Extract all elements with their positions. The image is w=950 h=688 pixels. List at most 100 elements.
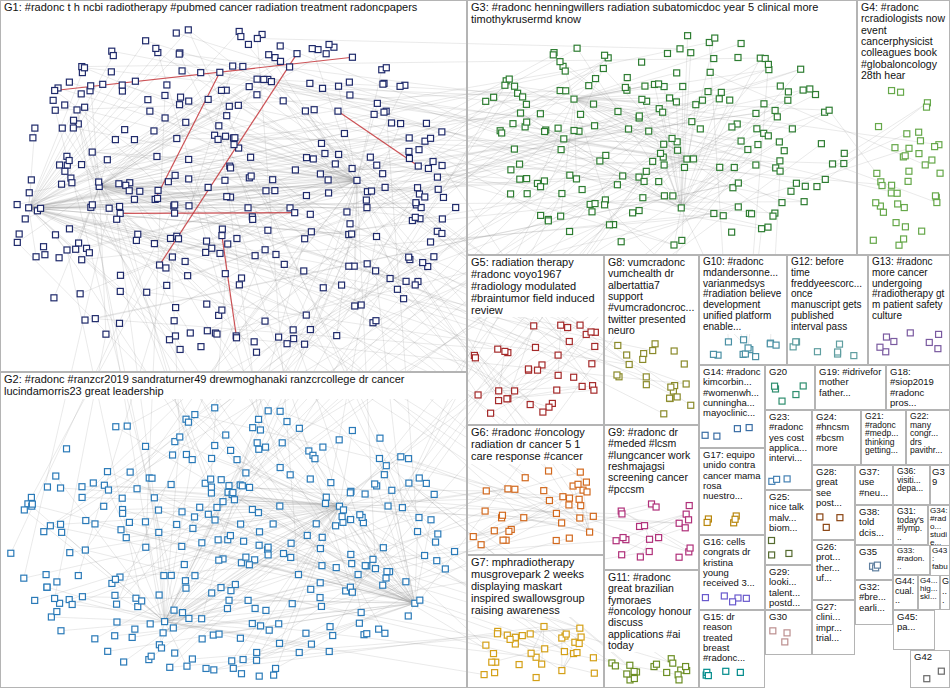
vertex-icon — [58, 521, 64, 527]
vertex-icon — [41, 244, 47, 250]
vertex-icon — [307, 80, 313, 86]
graph-link — [415, 532, 418, 604]
vertex-icon — [600, 66, 606, 72]
vertex-icon — [317, 595, 323, 601]
graph-link — [622, 514, 686, 555]
vertex-icon — [652, 341, 658, 347]
vertex-icon — [280, 551, 286, 557]
vertex-icon — [433, 539, 439, 545]
vertex-icon — [385, 503, 391, 509]
vertex-icon — [435, 531, 441, 537]
vertex-icon — [223, 432, 229, 438]
vertex-icon — [308, 641, 314, 647]
vertex-icon — [62, 102, 68, 108]
group-box: G... — [940, 575, 950, 610]
vertex-icon — [384, 569, 390, 575]
vertex-icon — [674, 394, 680, 400]
vertex-icon — [841, 161, 847, 167]
vertex-icon — [288, 540, 294, 546]
vertex-icon — [64, 446, 70, 452]
vertex-icon — [571, 374, 577, 380]
vertex-icon — [177, 346, 183, 352]
vertex-icon — [362, 491, 368, 497]
vertex-icon — [182, 258, 188, 264]
vertex-icon — [156, 529, 162, 535]
vertex-icon — [642, 523, 648, 529]
graph-link — [231, 69, 604, 198]
vertex-icon — [502, 82, 508, 88]
vertex-icon — [916, 129, 922, 135]
vertex-icon — [272, 188, 278, 194]
graph-link — [352, 150, 747, 593]
vertex-icon — [356, 620, 362, 626]
vertex-icon — [168, 572, 174, 578]
vertex-icon — [889, 88, 895, 94]
group-box: G36: visiti... depa... — [893, 465, 930, 505]
graph-link — [233, 493, 415, 604]
vertex-icon — [198, 344, 204, 350]
graph-link — [120, 180, 357, 213]
graph-link — [108, 603, 415, 651]
vertex-icon — [172, 650, 178, 656]
vertex-icon — [254, 349, 260, 355]
vertex-icon — [86, 250, 92, 256]
group-box: G17: equipo unido contra cancer mama ros… — [699, 448, 765, 535]
vertex-icon — [376, 456, 382, 462]
vertex-icon — [119, 88, 125, 94]
graph-link — [214, 627, 544, 670]
vertex-icon — [79, 484, 85, 490]
group-label: G28: great see post... — [813, 466, 854, 509]
vertex-icon — [214, 504, 220, 510]
graph-link — [112, 51, 797, 183]
vertex-icon — [664, 50, 670, 56]
vertex-icon — [89, 149, 95, 155]
vertex-icon — [26, 190, 32, 196]
vertex-icon — [571, 127, 577, 133]
vertex-icon — [765, 61, 771, 67]
vertex-icon — [637, 554, 643, 560]
vertex-icon — [112, 592, 118, 598]
vertex-icon — [263, 444, 269, 450]
vertex-icon — [226, 483, 232, 489]
vertex-icon — [277, 465, 283, 471]
vertex-icon — [686, 503, 692, 509]
vertex-icon — [524, 176, 530, 182]
vertex-icon — [584, 489, 590, 495]
vertex-icon — [262, 247, 268, 253]
vertex-icon — [737, 669, 743, 675]
vertex-icon — [230, 490, 236, 496]
vertex-icon — [192, 573, 198, 579]
group-label: G8: vumcradonc vumchealth dr albertattia… — [605, 256, 698, 337]
vertex-icon — [483, 488, 489, 494]
vertex-icon — [308, 586, 314, 592]
group-label: G12: before time freddyeescorc... once m… — [788, 256, 867, 334]
vertex-icon — [590, 513, 596, 519]
vertex-icon — [241, 538, 247, 544]
vertex-icon — [126, 188, 132, 194]
graph-link — [677, 142, 897, 193]
vertex-icon — [389, 120, 395, 126]
vertex-icon — [483, 98, 489, 104]
group-box: G22: many congr... drs pavithr... — [906, 410, 950, 465]
vertex-icon — [358, 609, 364, 615]
vertex-icon — [626, 361, 632, 367]
vertex-icon — [114, 619, 120, 625]
vertex-icon — [626, 126, 632, 132]
vertex-icon — [786, 550, 792, 556]
graph-link — [305, 181, 644, 238]
vertex-icon — [245, 205, 251, 211]
graph-link — [331, 237, 377, 483]
vertex-icon — [906, 168, 912, 174]
graph-link — [228, 492, 493, 653]
group-box: G45: pa... — [893, 610, 935, 650]
group-label: G14: #radonc kimcorbin... #womenwh... cu… — [700, 366, 764, 419]
vertex-icon — [614, 182, 620, 188]
vertex-icon — [784, 630, 790, 636]
vertex-icon — [492, 670, 498, 676]
vertex-icon — [387, 276, 393, 282]
graph-link — [574, 86, 780, 99]
vertex-icon — [538, 212, 544, 218]
vertex-icon — [500, 537, 506, 543]
vertex-icon — [313, 521, 319, 527]
group-box: G18: #siop2019 #radonc pros... — [886, 365, 950, 410]
